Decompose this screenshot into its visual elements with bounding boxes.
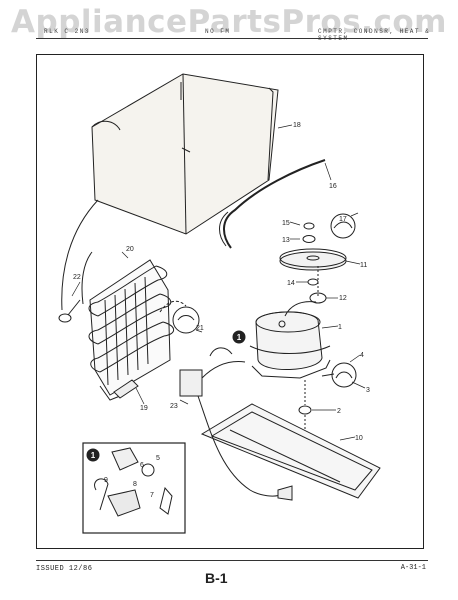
wire-left [61, 199, 99, 311]
callout-6: 6 [140, 462, 144, 469]
callout-21: 21 [196, 325, 204, 332]
watermark: AppliancePartsPros.com [11, 4, 447, 40]
callout-7: 7 [150, 492, 154, 499]
callout-17: 17 [339, 216, 347, 223]
compressor [249, 301, 331, 379]
callout-13: 13 [282, 237, 290, 244]
marker-compressor: 1 [237, 333, 242, 342]
callout-22: 22 [73, 274, 81, 281]
callout-14: 14 [287, 280, 295, 287]
drain-pan [200, 403, 381, 499]
callout-5: 5 [156, 455, 160, 462]
callout-1: 1 [338, 324, 342, 331]
callout-3: 3 [366, 387, 370, 394]
callout-18: 18 [293, 122, 301, 129]
inset-detail-box [82, 442, 186, 534]
header-rule [36, 38, 428, 39]
callout-19: 19 [140, 405, 148, 412]
callout-9: 9 [104, 477, 108, 484]
screw [58, 299, 81, 323]
footer-rule [36, 560, 428, 561]
header-left: RLK C 2N3 [44, 28, 90, 35]
clip-detail-17 [330, 213, 356, 239]
callout-2: 2 [337, 408, 341, 415]
washer-13 [302, 235, 316, 243]
issued-date: ISSUED 12/86 [36, 565, 93, 573]
drain-tube [223, 159, 326, 249]
callout-23: 23 [170, 403, 178, 410]
callout-16: 16 [329, 183, 337, 190]
condenser-shroud [91, 73, 279, 235]
page-code: A-31-1 [400, 564, 426, 572]
page-number: B-1 [205, 570, 228, 586]
washer-15 [303, 222, 315, 230]
condenser-coil [88, 259, 175, 401]
clip-detail [172, 306, 200, 334]
mounting-plate [279, 248, 347, 271]
marker-inset: 1 [91, 451, 96, 460]
header-center: NO FM [205, 28, 231, 35]
diagram-frame [36, 54, 424, 549]
callout-4: 4 [360, 352, 364, 359]
filter-drier [113, 379, 139, 399]
grommet-14 [307, 278, 319, 286]
callout-11: 11 [360, 262, 367, 269]
callout-20: 20 [126, 246, 134, 253]
relay-clip [321, 362, 357, 388]
callout-12: 12 [339, 295, 347, 302]
callout-10: 10 [355, 435, 363, 442]
callout-8: 8 [133, 481, 137, 488]
start-relay [179, 347, 293, 501]
callout-15: 15 [282, 220, 290, 227]
